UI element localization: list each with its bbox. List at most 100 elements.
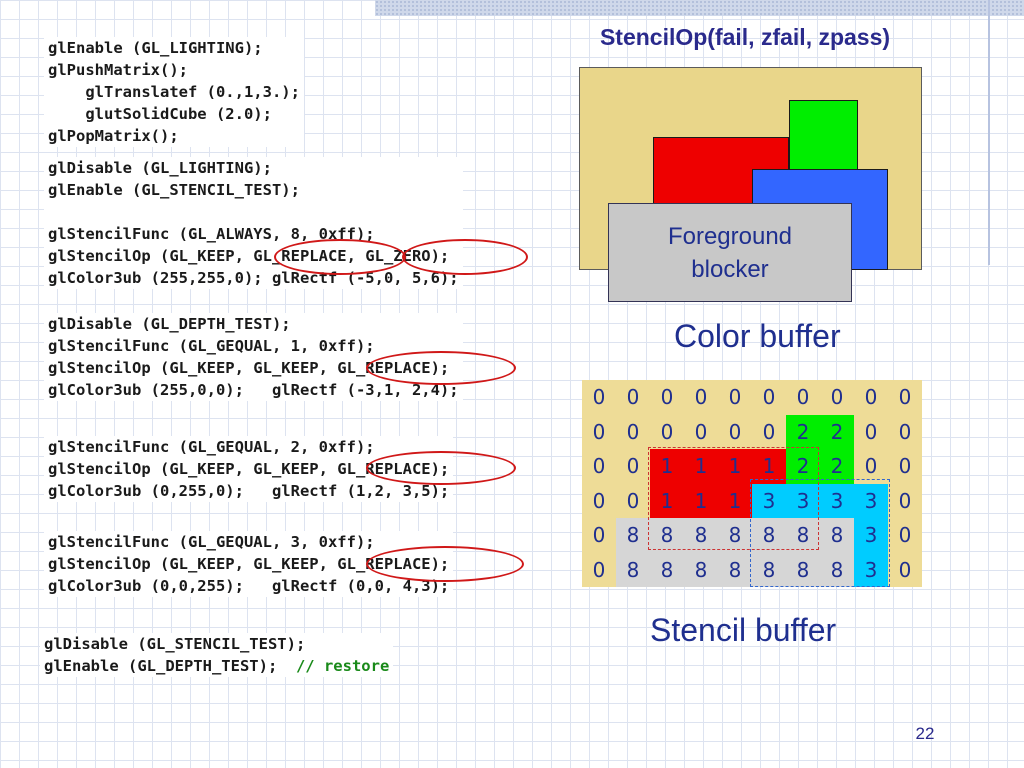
code-line: glStencilFunc (GL_ALWAYS, 8, 0xff); (48, 223, 459, 245)
code-line: glStencilFunc (GL_GEQUAL, 3, 0xff); (48, 531, 449, 553)
highlight-ellipse-gequal3-replace (366, 546, 524, 582)
red-rect-outline (648, 447, 819, 550)
code-text: glTranslatef (0.,1,3.); (48, 83, 300, 101)
code-line: glEnable (GL_STENCIL_TEST); (48, 179, 459, 201)
code-block-restore: glDisable (GL_STENCIL_TEST); glEnable (GL… (40, 633, 394, 677)
code-line: glColor3ub (255,255,0); glRectf (-5,0, 5… (48, 267, 459, 289)
stencil-cell: 0 (582, 380, 616, 415)
stencil-cell: 8 (786, 552, 820, 587)
stencil-cell: 2 (786, 449, 820, 484)
code-text: glColor3ub (0,255,0); glRectf (1,2, 3,5)… (48, 482, 450, 500)
stencil-cell: 0 (820, 380, 854, 415)
stencil-cell: 0 (582, 552, 616, 587)
stencil-cell: 0 (888, 380, 922, 415)
stencil-cell: 0 (616, 414, 650, 449)
code-line: glPopMatrix(); (48, 125, 300, 147)
stencil-cell: 3 (854, 518, 888, 553)
stencil-cell: 0 (752, 414, 786, 449)
code-text: glPushMatrix(); (48, 61, 188, 79)
code-line: glColor3ub (255,0,0); glRectf (-3,1, 2,4… (48, 379, 459, 401)
decorative-rule (988, 0, 990, 265)
stencil-cell: 1 (650, 449, 684, 484)
code-line (48, 201, 459, 223)
stencil-cell: 3 (752, 483, 786, 518)
stencil-cell: 8 (650, 552, 684, 587)
code-block-stencil-always: glDisable (GL_LIGHTING); glEnable (GL_STE… (44, 157, 463, 289)
stencil-cell: 1 (718, 449, 752, 484)
stencil-cell: 1 (718, 483, 752, 518)
stencil-cell: 8 (820, 518, 854, 553)
code-line: glDisable (GL_STENCIL_TEST); (44, 633, 389, 655)
stencil-cell: 0 (616, 449, 650, 484)
stencil-cell: 1 (684, 483, 718, 518)
stencil-cell: 2 (820, 414, 854, 449)
code-line: glColor3ub (0,255,0); glRectf (1,2, 3,5)… (48, 480, 449, 502)
stencil-cell: 0 (752, 380, 786, 415)
highlight-ellipse-gequal2-replace (366, 451, 516, 485)
highlight-ellipse-zero (402, 239, 528, 275)
stencil-cell: 8 (616, 552, 650, 587)
code-comment: // restore (295, 657, 390, 675)
stencil-cell: 2 (786, 414, 820, 449)
code-line: glTranslatef (0.,1,3.); (48, 81, 300, 103)
stencil-cell: 1 (684, 449, 718, 484)
stencil-cell: 0 (888, 449, 922, 484)
code-line: glPushMatrix(); (48, 59, 300, 81)
stencil-cell: 8 (718, 552, 752, 587)
stencil-cell: 0 (888, 552, 922, 587)
stencil-cell: 8 (684, 518, 718, 553)
foreground-blocker: Foreground blocker (608, 203, 852, 302)
highlight-ellipse-gequal1-replace (366, 351, 516, 385)
highlight-ellipse-replace (274, 239, 406, 275)
stencil-cell: 0 (616, 380, 650, 415)
stencil-cell: 0 (854, 414, 888, 449)
stencil-cell: 0 (854, 380, 888, 415)
stencil-cell: 8 (650, 518, 684, 553)
code-text: glEnable (GL_LIGHTING); (48, 39, 263, 57)
code-line: glDisable (GL_DEPTH_TEST); (48, 313, 459, 335)
stencil-cell: 8 (752, 518, 786, 553)
stencil-cell: 0 (888, 483, 922, 518)
code-block-stencil-gequal-3: glStencilFunc (GL_GEQUAL, 3, 0xff);glSte… (44, 531, 454, 597)
code-line: glDisable (GL_LIGHTING); (48, 157, 459, 179)
code-text: glEnable (GL_STENCIL_TEST); (48, 181, 300, 199)
stencil-cell: 0 (582, 449, 616, 484)
code-line: glEnable (GL_DEPTH_TEST); // restore (44, 655, 389, 677)
code-line: glStencilFunc (GL_GEQUAL, 1, 0xff); (48, 335, 459, 357)
stencil-cell: 0 (650, 414, 684, 449)
code-text: glutSolidCube (2.0); (48, 105, 272, 123)
stencil-cell: 8 (616, 518, 650, 553)
stencil-cell: 0 (718, 380, 752, 415)
code-line: glEnable (GL_LIGHTING); (48, 37, 300, 59)
code-line: glColor3ub (0,0,255); glRectf (0,0, 4,3)… (48, 575, 449, 597)
stencil-cell: 3 (854, 552, 888, 587)
stencil-cell: 0 (582, 518, 616, 553)
code-line: glStencilFunc (GL_GEQUAL, 2, 0xff); (48, 436, 449, 458)
blue-rect-outline (750, 479, 890, 587)
code-text: glPopMatrix(); (48, 127, 179, 145)
code-block-lighting: glEnable (GL_LIGHTING); glPushMatrix(); g… (44, 37, 304, 147)
stencil-cell: 0 (616, 483, 650, 518)
stencil-cell: 2 (820, 449, 854, 484)
stencil-cell: 0 (582, 483, 616, 518)
code-text: glStencilFunc (GL_GEQUAL, 1, 0xff); (48, 337, 375, 355)
stencil-cell: 0 (888, 414, 922, 449)
stencil-cell: 0 (718, 414, 752, 449)
code-text: glStencilFunc (GL_GEQUAL, 2, 0xff); (48, 438, 375, 456)
stencil-cell: 0 (786, 380, 820, 415)
diagram-title: StencilOp(fail, zfail, zpass) (599, 24, 891, 50)
code-block-stencil-gequal-1: glDisable (GL_DEPTH_TEST); glStencilFunc … (44, 313, 463, 401)
stencil-cell: 8 (752, 552, 786, 587)
stencil-cell: 8 (820, 552, 854, 587)
code-text: glDisable (GL_DEPTH_TEST); (48, 315, 291, 333)
stencil-cell: 0 (854, 449, 888, 484)
code-text: glColor3ub (0,0,255); glRectf (0,0, 4,3)… (48, 577, 450, 595)
stencil-cell: 0 (650, 380, 684, 415)
page-number: 22 (915, 724, 935, 743)
code-text: glDisable (GL_STENCIL_TEST); (44, 635, 306, 653)
stencil-cell: 1 (650, 483, 684, 518)
stencil-cell: 3 (820, 483, 854, 518)
color-buffer-caption: Color buffer (674, 318, 841, 354)
code-line: glutSolidCube (2.0); (48, 103, 300, 125)
